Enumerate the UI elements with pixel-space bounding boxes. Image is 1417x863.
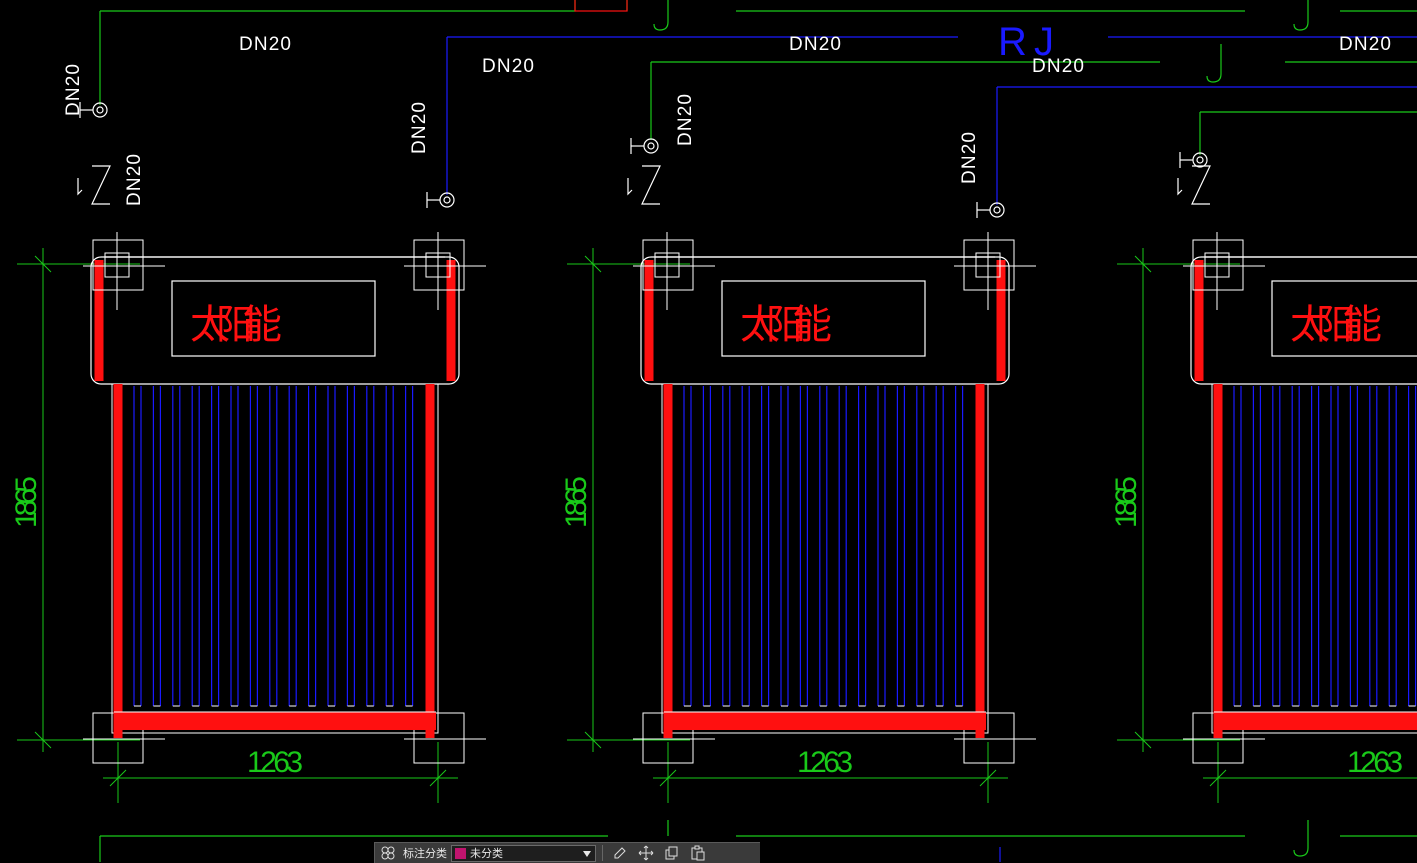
height-dimension-label: 1865 — [560, 476, 593, 528]
panel-title: 太阳能 — [1290, 302, 1382, 348]
pipe-network — [99, 0, 1417, 862]
height-dimension-label: 1865 — [1110, 476, 1143, 528]
bottom-manifold — [1214, 712, 1417, 730]
collector-frame — [661, 383, 989, 734]
edit-icon[interactable] — [607, 843, 633, 863]
bottom-manifold — [114, 712, 436, 730]
mount-bracket — [413, 239, 465, 291]
pipe-size-label: DN20 — [789, 34, 841, 55]
check-valve-icon — [91, 165, 111, 205]
category-label: 标注分类 — [403, 847, 447, 860]
valve-icon — [643, 138, 659, 154]
valve-icon — [989, 202, 1005, 218]
height-dimension-label: 1865 — [10, 476, 43, 528]
mount-bracket — [92, 239, 144, 291]
check-valve-icon — [641, 165, 661, 205]
pipe-size-label: DN20 — [239, 34, 291, 55]
pipe-label-rj: RJ — [998, 20, 1054, 64]
width-dimension-label: 1263 — [247, 746, 303, 779]
bottom-manifold — [664, 712, 986, 730]
mount-bracket — [963, 712, 1015, 764]
label-box — [1271, 280, 1417, 357]
width-dimension-label: 1263 — [1347, 746, 1403, 779]
mount-bracket — [413, 712, 465, 764]
pipe-size-label: DN20 — [1032, 56, 1084, 77]
mount-bracket — [963, 239, 1015, 291]
valve-icon — [1192, 152, 1208, 168]
mount-bracket — [1192, 239, 1244, 291]
label-box — [171, 280, 376, 357]
toolbar-divider — [602, 845, 603, 861]
category-select[interactable]: 未分类 — [451, 844, 596, 862]
valve-icon — [439, 192, 455, 208]
collector-frame — [1211, 383, 1417, 734]
chevron-down-icon — [583, 850, 591, 857]
panel-title: 太阳能 — [740, 302, 832, 348]
category-value: 未分类 — [470, 847, 503, 860]
pipe-size-label: DN20 — [675, 94, 696, 146]
mount-bracket — [642, 239, 694, 291]
panel-title: 太阳能 — [190, 302, 282, 348]
pipe-size-label: DN20 — [1339, 34, 1391, 55]
paste-icon[interactable] — [685, 843, 711, 863]
pipe-size-label: DN20 — [482, 56, 534, 77]
solar-panel-3: 18651263DN20DN20DN20太阳能 — [124, 34, 1417, 803]
layers-icon[interactable] — [375, 843, 401, 863]
pipe-size-label: DN20 — [959, 132, 980, 184]
check-valve-icon — [1191, 165, 1211, 205]
collector-frame — [111, 383, 439, 734]
annotation-toolbar: 标注分类 未分类 — [374, 842, 760, 863]
pipe-size-label: DN20 — [63, 64, 84, 116]
copy-icon[interactable] — [659, 843, 685, 863]
pipe-size-label: DN20 — [409, 102, 430, 154]
width-dimension-label: 1263 — [797, 746, 853, 779]
move-icon[interactable] — [633, 843, 659, 863]
category-color-swatch — [455, 847, 466, 859]
pipe-size-label: DN20 — [124, 154, 145, 206]
label-box — [721, 280, 926, 357]
valve-icon — [92, 102, 108, 118]
